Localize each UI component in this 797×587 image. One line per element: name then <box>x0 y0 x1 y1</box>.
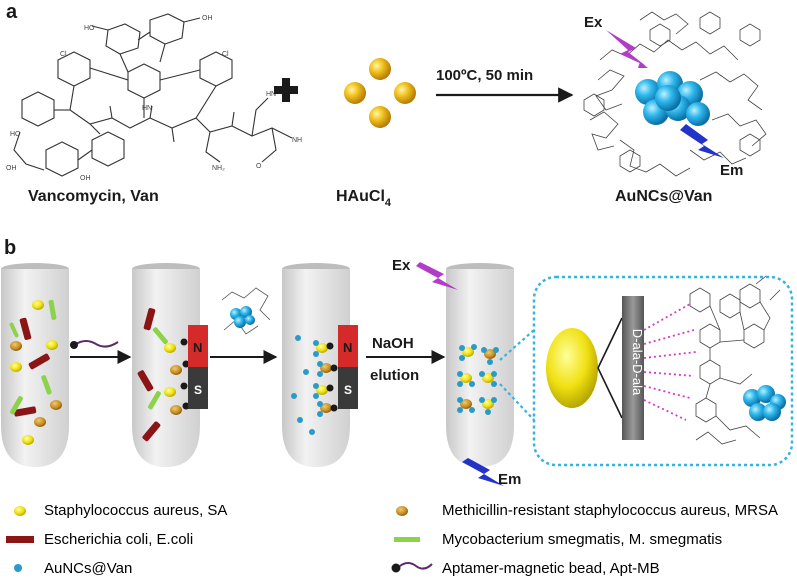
ex-label-a: Ex <box>584 14 603 31</box>
zoom-vancomycin-structure <box>689 275 781 445</box>
vancomycin-structure <box>13 13 293 177</box>
svg-text:Cl: Cl <box>60 51 67 58</box>
legend-msmeg-label: Mycobacterium smegmatis, M. smegmatis <box>442 531 723 548</box>
haucl4-label: HAuCl4 <box>336 188 392 209</box>
legend-aunc-icon <box>14 564 22 572</box>
legend-sa-label: Staphylococcus aureus, SA <box>44 502 228 519</box>
zoom-callout-box <box>532 275 794 467</box>
tube-capture <box>132 263 200 467</box>
emission-flash-icon <box>680 124 724 158</box>
svg-text:OH: OH <box>202 15 213 22</box>
vancomycin-atom-labels: Cl Cl HO OH HO OH OH HN NH NH₂ O HN <box>6 15 302 182</box>
legend-ecoli-label: Escherichia coli, E.coli <box>44 531 194 548</box>
magnet-1: N S <box>188 325 208 409</box>
svg-text:OH: OH <box>80 175 91 182</box>
svg-text:O: O <box>256 163 262 170</box>
naoh-label: NaOH <box>372 335 414 352</box>
plus-icon <box>274 78 298 102</box>
panel-a-label: a <box>6 1 18 23</box>
svg-text:OH: OH <box>6 165 17 172</box>
reaction-condition: 100ºC, 50 min <box>436 67 533 84</box>
zoom-gold-nanocluster <box>743 385 786 421</box>
magnet-n-label-2: N <box>343 340 352 355</box>
svg-text:HN: HN <box>142 105 152 112</box>
legend-mrsa-label: Methicillin-resistant staphylococcus aur… <box>442 502 778 519</box>
product-label: AuNCs@Van <box>615 188 712 205</box>
magnet-s-label-2: S <box>344 383 352 397</box>
legend-aunc-label: AuNCs@Van <box>44 560 133 577</box>
emission-flash-icon-b <box>462 458 504 486</box>
svg-text:NH: NH <box>292 137 302 144</box>
svg-text:NH₂: NH₂ <box>212 165 225 172</box>
legend-ecoli-icon <box>6 536 34 543</box>
em-label-a: Em <box>720 162 743 179</box>
legend-sa-icon <box>14 506 26 516</box>
panel-b-label: b <box>4 237 16 259</box>
callout-line-bottom <box>499 383 535 421</box>
excitation-flash-icon-b <box>416 262 458 290</box>
ex-label-b: Ex <box>392 257 411 274</box>
tube-eluted <box>446 263 514 467</box>
link-bottom <box>597 367 623 419</box>
magnet-n-label-1: N <box>193 340 202 355</box>
legend-mrsa-icon <box>396 506 408 516</box>
tube-mixed-sample <box>1 263 69 467</box>
elution-label: elution <box>370 367 419 384</box>
zoom-bacterium <box>546 328 598 408</box>
gold-nanocluster <box>635 71 710 126</box>
legend-aptamer-icon <box>391 562 433 573</box>
legend-aptamer-label: Aptamer-magnetic bead, Apt-MB <box>442 560 660 577</box>
svg-text:HN: HN <box>266 91 276 98</box>
excitation-flash-icon <box>606 30 648 68</box>
product-ligand-shell <box>583 11 767 177</box>
em-label-b: Em <box>498 471 521 488</box>
hydrogen-bond-lines <box>643 303 697 421</box>
aunc-van-probe-icon <box>221 287 271 335</box>
dala-label: D-ala-D-ala <box>630 329 645 396</box>
svg-text:HO: HO <box>84 25 95 32</box>
svg-text:Cl: Cl <box>222 51 229 58</box>
link-top <box>597 317 623 369</box>
magnet-2: N S <box>338 325 358 409</box>
magnet-s-label-1: S <box>194 383 202 397</box>
svg-text:HO: HO <box>10 131 21 138</box>
legend-msmeg-icon <box>394 537 420 542</box>
callout-line-top <box>499 329 535 361</box>
vancomycin-label: Vancomycin, Van <box>28 188 159 205</box>
tube-labelled <box>282 263 350 467</box>
aptamer-bead-icon <box>70 340 119 349</box>
gold-nanoparticles <box>344 58 416 128</box>
legend <box>6 506 433 573</box>
dala-dala-bar <box>622 296 644 440</box>
